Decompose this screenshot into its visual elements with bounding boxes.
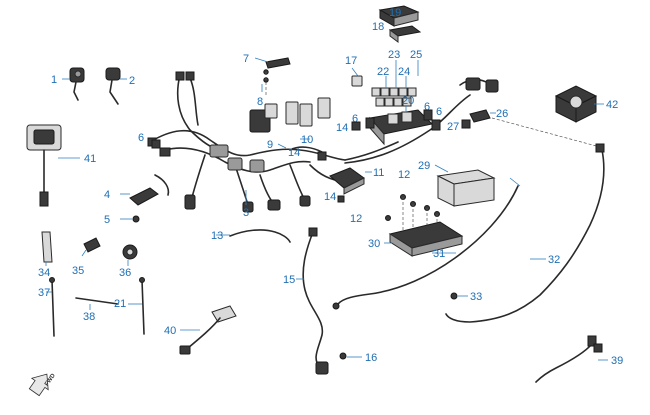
part-1-ignition-connector [62,67,85,101]
callout-20: 20 [402,95,414,107]
callout-32: 32 [548,254,560,266]
callout-41: 41 [84,153,96,165]
callout-37: 37 [38,287,50,299]
callout-labels: 1 2 3 4 5 6 6 6 6 7 8 9 10 11 12 12 13 1… [38,7,623,367]
callout-18: 18 [372,21,384,33]
relay-group [249,97,331,133]
part-6-connectors [151,109,441,149]
callout-14c: 14 [324,191,336,203]
callout-12b: 12 [350,213,362,225]
part-13-jumper-wire [216,229,291,243]
part-11-regulator [329,167,372,195]
part-38-cable-tie [75,297,119,310]
part-18-fuse-box-lid [388,25,422,43]
callout-14b: 14 [288,147,300,159]
part-21-cable-tie [128,277,145,335]
callout-31: 31 [433,248,445,260]
part-31-battery-cable [332,185,519,310]
part-14-connector [317,121,361,203]
part-3-main-harness [147,71,499,213]
part-4-bracket [120,187,159,206]
callout-11: 11 [373,167,384,179]
callout-6b: 6 [352,113,358,125]
callout-7: 7 [243,53,249,65]
part-30-ecu [384,221,464,257]
callout-6c: 6 [424,101,430,113]
callout-26: 26 [496,108,508,120]
callout-5: 5 [104,214,110,226]
callout-4: 4 [104,189,110,201]
callout-30: 30 [368,238,380,250]
part-22-fuse-row [371,87,417,107]
callout-10: 10 [301,134,313,146]
part-33-bolt [450,292,468,300]
part-36-grommet [122,244,138,266]
callout-6d: 6 [436,106,442,118]
callout-36: 36 [119,267,131,279]
callout-29: 29 [418,160,430,172]
callout-2: 2 [129,75,135,87]
part-2-key-switch [105,67,127,105]
part-20-fuse-box-base [369,106,434,146]
leader-9 [277,143,287,149]
callout-33: 33 [470,291,482,303]
part-29-battery [434,164,496,207]
callout-21: 21 [114,298,126,310]
part-17-fuse [351,67,363,87]
part-39-long-sensor [535,335,608,383]
callout-42: 42 [606,99,618,111]
callout-34: 34 [38,267,50,279]
callout-6a: 6 [138,132,144,144]
callout-25: 25 [410,49,422,61]
callout-13: 13 [211,230,223,242]
callout-24: 24 [398,66,410,78]
part-41-relay-module [26,124,80,207]
callout-17: 17 [345,55,357,67]
part-40-sensor-bracket [179,305,237,355]
part-37-cable-tie [46,277,55,337]
dash-to-32 [491,117,601,148]
callout-15: 15 [283,274,295,286]
part-42-sensor [554,85,604,123]
battery-lead [509,177,521,187]
callout-1: 1 [51,74,57,86]
callout-40: 40 [164,325,176,337]
part-5-screw [120,215,140,223]
callout-23: 23 [388,49,400,61]
part-27-clip [461,119,471,129]
part-8-fuses [261,69,269,96]
callout-27: 27 [447,121,459,133]
callout-16: 16 [365,352,377,364]
part-34-strap [41,231,53,266]
part-7-fuse-holder [254,57,291,69]
callout-19: 19 [389,7,401,19]
callout-39: 39 [611,355,623,367]
callout-8: 8 [257,96,263,108]
callout-35: 35 [72,265,84,277]
part-32-ground-cable [445,143,605,323]
callout-38: 38 [83,311,95,323]
part-15-rear-harness [296,227,347,375]
callout-9: 9 [267,139,273,151]
part-19-fuse-box-cover [378,5,420,27]
part-26-connector [469,109,496,123]
callout-14a: 14 [336,122,348,134]
callout-3: 3 [243,207,249,219]
callout-12a: 12 [398,169,410,181]
callout-22: 22 [377,66,389,78]
forward-arrow-icon: FWD [28,372,57,397]
part-35-clip [81,237,101,257]
